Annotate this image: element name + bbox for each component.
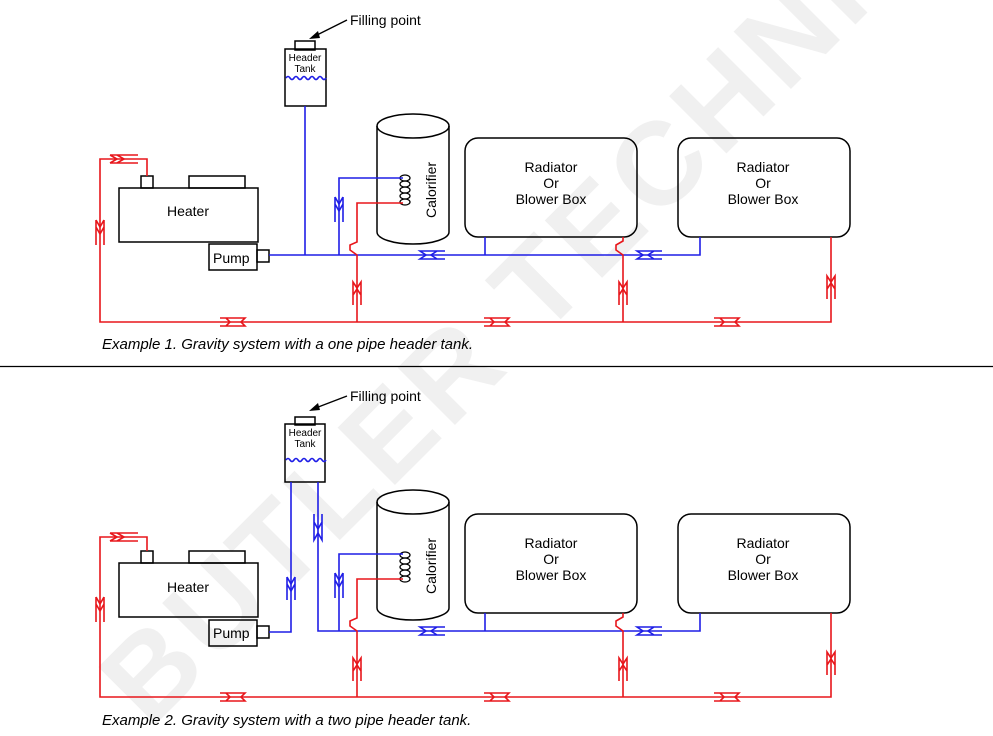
radiator-1-label-2: Or — [543, 175, 559, 191]
pump-label: Pump — [213, 625, 250, 641]
radiator-2-label-2: Or — [755, 551, 771, 567]
radiator-1-label-2: Or — [543, 551, 559, 567]
header-tank-label-2: Tank — [294, 439, 316, 450]
calorifier-coil — [399, 174, 411, 206]
radiator-1 — [464, 513, 638, 614]
heater — [118, 562, 259, 618]
return-pipework — [269, 106, 701, 256]
radiator-2 — [677, 513, 851, 614]
radiator-1 — [464, 137, 638, 238]
header-tank — [284, 423, 326, 483]
caption: Example 2. Gravity system with a two pip… — [102, 712, 471, 729]
radiator-1-label-1: Radiator — [525, 535, 578, 551]
example-2: Filling point Header Tank Calorifier Rad… — [95, 388, 851, 729]
calorifier — [376, 502, 450, 621]
header-tank-label-1: Header — [289, 428, 322, 439]
pump-connector — [256, 249, 270, 263]
radiator-2-label-1: Radiator — [737, 159, 790, 175]
heater-label: Heater — [167, 203, 209, 219]
calorifier-coil — [399, 551, 411, 583]
radiator-1-label-1: Radiator — [525, 159, 578, 175]
flow-arrows — [95, 514, 836, 702]
flow-pipework — [99, 536, 832, 698]
heater-outlet — [140, 175, 154, 189]
filler-cap — [294, 416, 316, 426]
radiator-1-label-3: Blower Box — [516, 567, 587, 583]
pump-label: Pump — [213, 250, 250, 266]
header-tank-label-1: Header — [289, 53, 322, 64]
radiator-2-label-3: Blower Box — [728, 191, 799, 207]
radiator-2-label-3: Blower Box — [728, 567, 799, 583]
heater — [118, 187, 259, 243]
calorifier-label: Calorifier — [423, 162, 439, 218]
caption: Example 1. Gravity system with a one pip… — [102, 336, 473, 353]
filling-point-label: Filling point — [350, 12, 421, 28]
calorifier-top — [376, 113, 450, 139]
heater-exhaust — [188, 175, 246, 189]
example-1: Filling point Header Tank Calorifier Rad… — [95, 12, 851, 353]
filling-point-label: Filling point — [350, 388, 421, 404]
radiator-2 — [677, 137, 851, 238]
watermark: BUTLER TECHNIK — [75, 0, 960, 736]
flow-arrows — [95, 154, 836, 327]
radiator-2-label-1: Radiator — [737, 535, 790, 551]
radiator-1-label-3: Blower Box — [516, 191, 587, 207]
header-tank-label-2: Tank — [294, 64, 316, 75]
heater-outlet — [140, 550, 154, 564]
filling-point-arrowhead — [309, 31, 320, 39]
heater-label: Heater — [167, 579, 209, 595]
water-level — [285, 75, 327, 81]
calorifier-top — [376, 489, 450, 515]
flow-pipework — [99, 158, 832, 323]
radiator-2-label-2: Or — [755, 175, 771, 191]
calorifier — [376, 126, 450, 245]
water-level — [285, 457, 327, 463]
calorifier-label: Calorifier — [423, 538, 439, 594]
return-pipework — [269, 482, 701, 633]
filler-cap — [294, 40, 316, 51]
filling-point-arrowhead — [309, 403, 320, 411]
